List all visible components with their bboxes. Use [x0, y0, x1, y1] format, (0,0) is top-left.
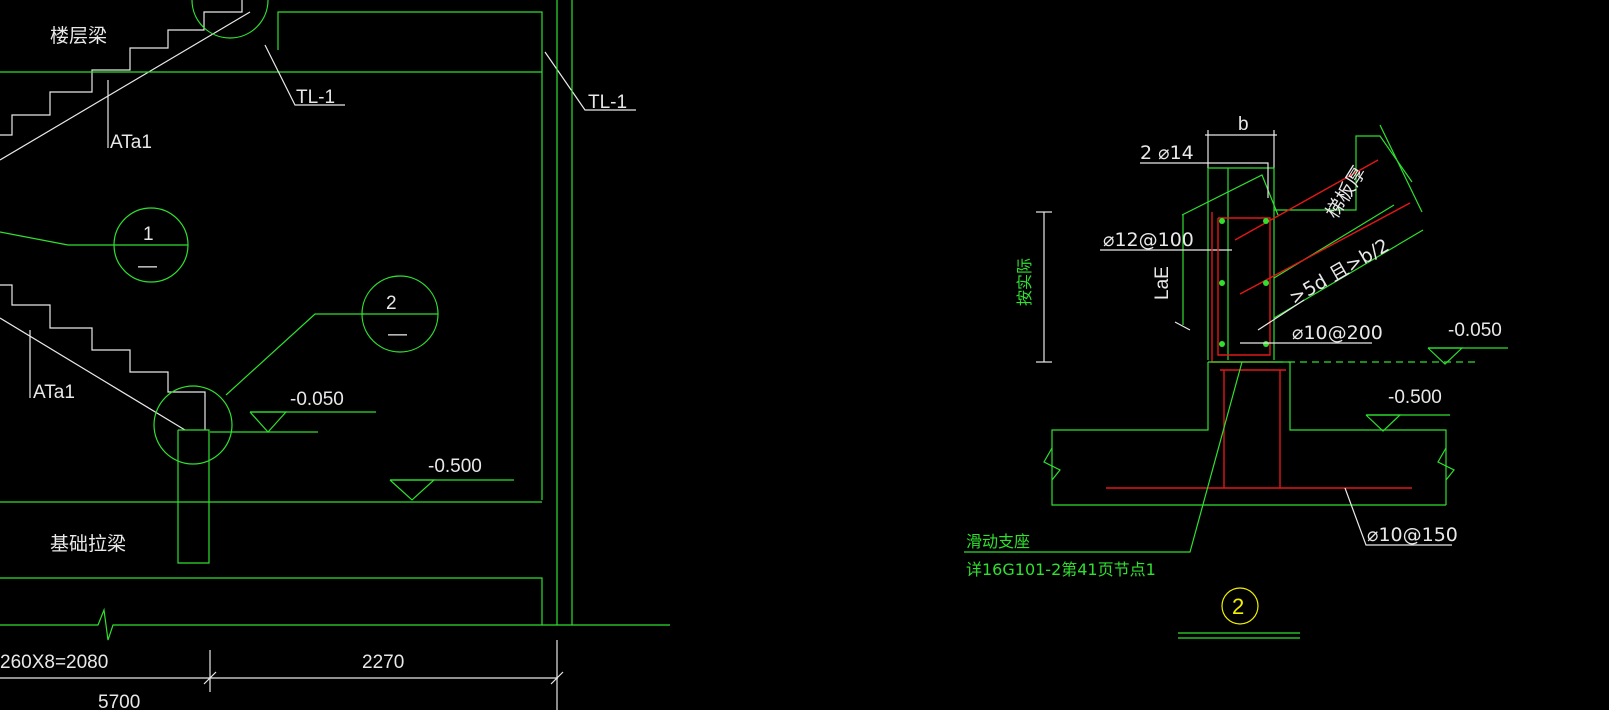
dim-slash-1 — [203, 671, 217, 685]
callout-1-leader-a — [0, 231, 69, 246]
detail-tag-circle — [1221, 587, 1259, 625]
elev-0500-label-right: -0.500 — [1388, 387, 1442, 408]
bottom-detail-circle — [153, 385, 233, 465]
right-support-detail: b 2 ⌀14 ⌀12@100 LaE 按实际 — [964, 114, 1508, 639]
stirrup-bottom-label: ⌀10@200 — [1292, 322, 1383, 344]
tl1-beam-upper — [277, 11, 543, 72]
base-rebar-leader — [1344, 487, 1452, 546]
anchor-tick — [1174, 321, 1191, 331]
tie-beam-bottom-break — [0, 607, 670, 641]
stirrup-rebar — [1217, 217, 1271, 356]
slab-top-rebar — [1234, 159, 1379, 241]
slab-thickness-label: 梯板厚 — [1322, 163, 1371, 223]
floor-beam-label: 楼层梁 — [50, 25, 107, 47]
tl1-leader-2 — [544, 51, 636, 111]
top-detail-circle — [191, 0, 269, 39]
foundation-tie-beam-label: 基础拉梁 — [50, 533, 126, 555]
callout-2-leader — [225, 313, 364, 396]
anchor-rule-leader — [1257, 299, 1305, 331]
slab-top-edge — [1181, 174, 1279, 216]
height-label: 按实际 — [1015, 258, 1034, 306]
upper-stair-steps — [0, 0, 243, 136]
top-bars-leader — [1140, 162, 1269, 198]
sliding-support-note: 滑动支座 — [966, 532, 1030, 551]
tl1-label-1: TL-1 — [296, 87, 335, 108]
base-break-left — [1043, 447, 1061, 481]
rebar-dot — [1263, 341, 1269, 347]
rebar-dot — [1219, 280, 1225, 286]
rebar-dot — [1219, 218, 1225, 224]
left-stair-section: ATa1 楼层梁 TL-1 TL-1 1 — ATa1 2 — [0, 0, 670, 710]
upper-stair-soffit — [0, 11, 251, 161]
callout-1-number: 1 — [143, 224, 154, 245]
base-break-right — [1437, 447, 1455, 481]
elev-0500-triangle-right — [1365, 414, 1402, 432]
elev-0500-triangle — [389, 479, 436, 501]
anchor-length-label: LaE — [1152, 266, 1173, 300]
elev-0050-label-right: -0.050 — [1448, 320, 1502, 341]
stirrup-beam-label: ⌀12@100 — [1103, 229, 1194, 251]
callout-1-sub: — — [138, 256, 157, 277]
dim-slash-2 — [550, 671, 564, 685]
rebar-dot — [1263, 280, 1269, 286]
base-rebar-label: ⌀10@150 — [1367, 524, 1458, 546]
lower-stair-steps — [0, 284, 206, 430]
width-b-label: b — [1238, 114, 1249, 135]
callout-2-sub: — — [388, 324, 407, 345]
upper-flight-label: ATa1 — [110, 132, 152, 153]
dim-total-label: 5700 — [98, 692, 140, 710]
lower-flight-label: ATa1 — [33, 382, 75, 403]
anchor-rule-label: >5d 且>b/2 — [1286, 234, 1394, 309]
elev-0050-label: -0.050 — [290, 389, 344, 410]
elev-0500-label: -0.500 — [428, 456, 482, 477]
slab-break-line — [1379, 124, 1423, 213]
rebar-dot — [1219, 341, 1225, 347]
dim-landing-label: 2270 — [362, 652, 404, 673]
tl1-label-2: TL-1 — [588, 92, 627, 113]
base-block-left — [1051, 362, 1446, 506]
elev-0050-triangle — [249, 411, 288, 433]
reference-note: 详16G101-2第41页节点1 — [966, 560, 1156, 579]
slab-bottom-rebar — [1239, 202, 1411, 295]
base-block-right — [1208, 361, 1447, 505]
top-bars-label: 2 ⌀14 — [1140, 142, 1194, 164]
rebar-dot — [1263, 218, 1269, 224]
lower-stair-soffit — [0, 317, 186, 431]
beam-top-outline — [1208, 135, 1413, 211]
detail-tag-number: 2 — [1232, 594, 1244, 619]
tl1-leader-1 — [264, 44, 345, 106]
sliding-support-leader — [964, 361, 1243, 553]
dim-steps-label: 260X8=2080 — [0, 652, 108, 673]
callout-2-number: 2 — [386, 293, 397, 314]
foundation-column — [177, 429, 210, 564]
tie-beam-top — [0, 577, 543, 625]
